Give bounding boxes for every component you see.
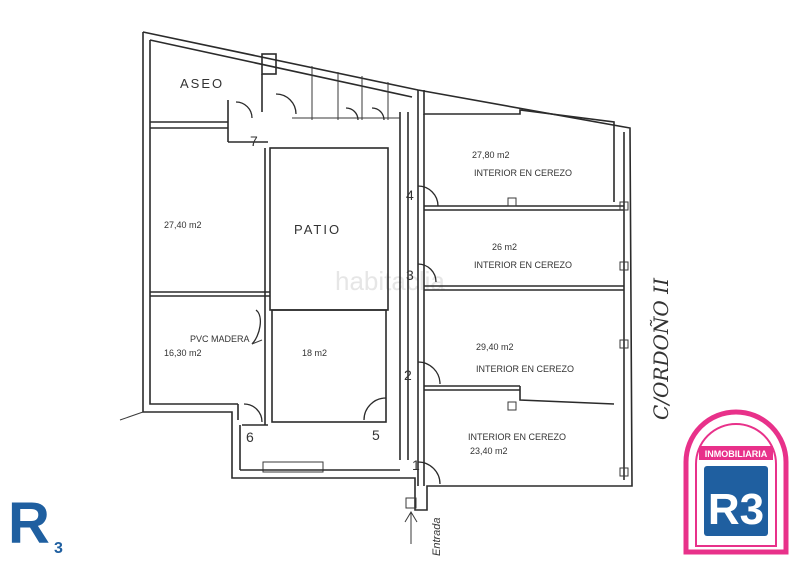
door-number-4: 4 [406,187,414,203]
doors [235,93,441,485]
room2-finish: INTERIOR EN CEREZO [476,364,574,374]
watermark: habitaclia [335,266,445,296]
door-number-7: 7 [250,133,258,149]
corridor [239,66,409,473]
door-number-6: 6 [246,429,254,445]
svg-text:INMOBILIARIA: INMOBILIARIA [705,449,768,459]
room3-finish: INTERIOR EN CEREZO [474,260,572,270]
right-rooms [423,90,629,486]
outer-walls [119,31,633,511]
patio-lower-area: 18 m2 [302,348,327,358]
room3-area: 26 m2 [492,242,517,252]
svg-text:3: 3 [54,540,63,557]
room2-area: 29,40 m2 [476,342,514,352]
room4-finish: INTERIOR EN CEREZO [474,168,572,178]
room1-finish: INTERIOR EN CEREZO [468,432,566,442]
door-number-3: 3 [406,267,414,283]
patio-label: PATIO [294,222,341,237]
left-upper-area: 27,40 m2 [164,220,202,230]
svg-text:R3: R3 [708,485,764,534]
left-block [150,53,277,420]
svg-text:R: R [8,491,50,556]
left-r3-logo: R 3 [8,491,63,557]
entrance-arrow-icon [404,497,418,544]
door-number-1: 1 [412,457,420,473]
right-r3-badge: INMOBILIARIA R3 [683,409,789,555]
patio-block [264,147,389,425]
pvc-label: PVC MADERA [190,334,250,344]
room1-area: 23,40 m2 [470,446,508,456]
street-label: C/ORDOÑO II [649,277,673,420]
door-number-5: 5 [372,427,380,443]
entrance-label: Entrada [431,517,443,556]
room4-area: 27,80 m2 [472,150,510,160]
left-lower-area: 16,30 m2 [164,348,202,358]
door-number-2: 2 [404,367,412,383]
aseo-label: ASEO [180,76,224,91]
